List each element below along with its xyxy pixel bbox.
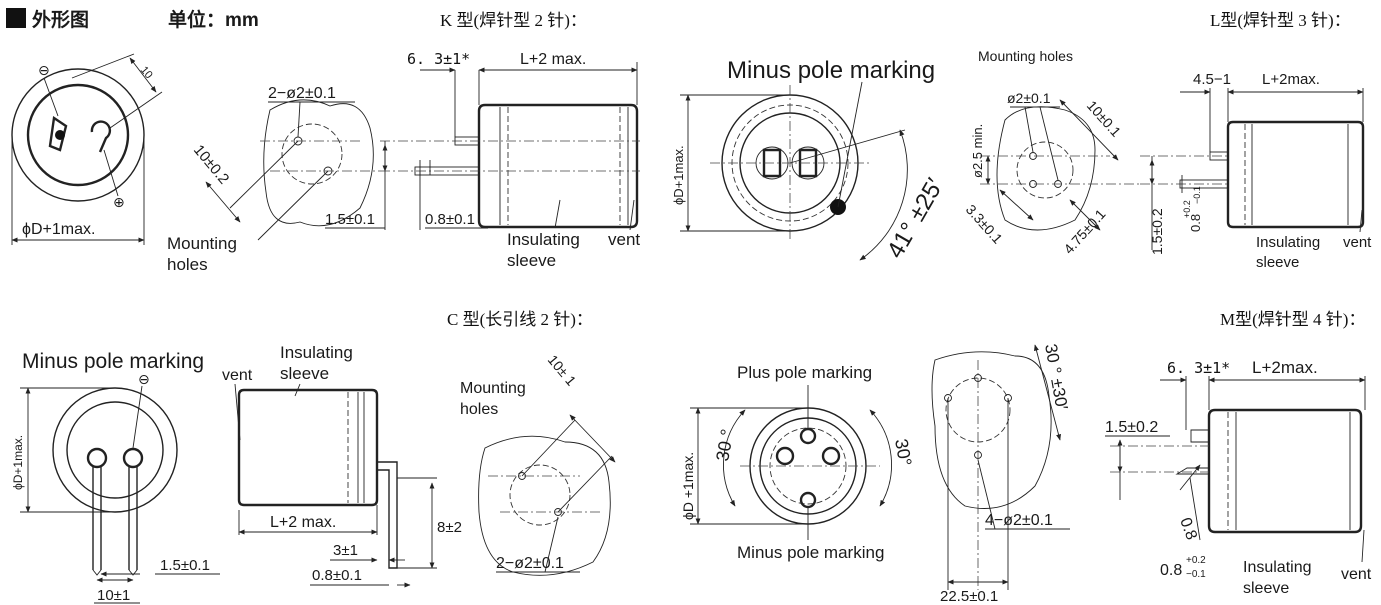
k-insulating-label: Insulating xyxy=(507,230,580,249)
l-zero8-label: 0.8 xyxy=(1188,214,1203,232)
k-sleeve-label: sleeve xyxy=(507,251,556,270)
k-vent-label: vent xyxy=(608,230,640,249)
l-front-view: Minus pole marking ϕD+1max. 41° ±25′ xyxy=(671,57,949,263)
title-square-icon xyxy=(6,8,26,28)
c-one5-label: 1.5±0.1 xyxy=(160,557,210,574)
l-three3-label: 3.3±0.1 xyxy=(963,201,1006,247)
m-plus02-label: +0.2 xyxy=(1186,555,1206,566)
m-minus01-label: −0.1 xyxy=(1186,569,1206,580)
m-minus-pole-label: Minus pole marking xyxy=(737,543,884,562)
l-minus01-label: −0.1 xyxy=(1192,186,1202,204)
c-minus-pole-label: Minus pole marking xyxy=(22,350,204,373)
m-side-view: 6. 3±1* L+2max. 1.5±0.2 0.8 0.8 +0.2 −0.… xyxy=(1105,358,1372,597)
l-four5-label: 4.5−1 xyxy=(1193,71,1231,88)
section-l-type: L型(焊针型 3 针)： xyxy=(1210,11,1351,30)
c-minus-symbol: ⊖ xyxy=(138,371,150,387)
l-minus-pole-label: Minus pole marking xyxy=(727,57,935,84)
m-l2max-label: L+2max. xyxy=(1252,358,1318,377)
l-one5-02-label: 1.5±0.2 xyxy=(1149,208,1165,255)
k-two-phi2-label: 2−ø2±0.1 xyxy=(268,85,336,102)
k-mounting-label-2: holes xyxy=(167,255,208,274)
m-zero8-label: 0.8 xyxy=(1160,562,1182,579)
c-front-view: Minus pole marking ⊖ ϕD+1max. 10±1 1.5±0… xyxy=(11,350,220,604)
c-ten-pm1-label: 10±1 xyxy=(97,587,130,604)
k-top-ten-label: 10 xyxy=(138,64,155,81)
l-vent-label: vent xyxy=(1343,234,1372,251)
k-plus-symbol: ⊕ xyxy=(113,194,125,210)
m-four-phi2-label: 4−ø2±0.1 xyxy=(985,512,1053,529)
l-mounting-holes: Mounting holes ø2±0.1 ø2.5 min. 10±0.1 3… xyxy=(963,48,1140,257)
l-angle41-label: 41° ±25′ xyxy=(882,173,949,263)
m-one5-02-label: 1.5±0.2 xyxy=(1105,419,1158,436)
page-title: 外形图 xyxy=(32,8,89,31)
section-c-type: C 型(长引线 2 针)： xyxy=(447,310,593,329)
k-top-view: 10 ⊖ ⊕ ϕD+1max. xyxy=(11,53,163,245)
l-phi-d-label: ϕD+1max. xyxy=(671,145,686,205)
m-sleeve-label: sleeve xyxy=(1243,580,1289,597)
c-side-view: vent Insulating sleeve L+2 max. 3±1 8±2 … xyxy=(222,343,462,588)
l-l2max-label: L+2max. xyxy=(1262,71,1320,88)
m-six3-label: 6. 3±1* xyxy=(1167,359,1230,377)
section-m-type: M型(焊针型 4 针)： xyxy=(1220,310,1365,329)
c-three1-label: 3±1 xyxy=(333,542,358,559)
l-plus02-label: +0.2 xyxy=(1182,200,1192,218)
c-mounting-label-2: holes xyxy=(460,401,498,418)
c-l2max-label: L+2 max. xyxy=(270,514,336,531)
l-phi25-label: ø2.5 min. xyxy=(970,124,985,178)
m-mounting-holes: 30 ° ±30′ 4−ø2±0.1 22.5±0.1 xyxy=(931,342,1071,605)
l-four75-label: 4.75±0.1 xyxy=(1060,206,1108,257)
m-vent-label: vent xyxy=(1341,566,1372,583)
l-insulating-label: Insulating xyxy=(1256,234,1320,251)
k-phi-d-label: ϕD+1max. xyxy=(22,221,95,238)
c-sleeve-label: sleeve xyxy=(280,364,329,383)
k-zero8-label: 0.8±0.1 xyxy=(425,211,475,228)
l-ten-pm01-label: 10±0.1 xyxy=(1084,97,1125,140)
k-minus-symbol: ⊖ xyxy=(38,62,50,78)
c-ten-pm1-slant: 10± 1 xyxy=(545,352,580,389)
c-mounting-label-1: Mounting xyxy=(460,380,526,397)
c-insulating-label: Insulating xyxy=(280,343,353,362)
c-phi-d-label: ϕD+1max. xyxy=(11,435,25,490)
m-front-view: Plus pole marking Minus pole marking ϕD … xyxy=(680,363,915,562)
section-k-type: K 型(焊针型 2 针)： xyxy=(440,11,587,30)
c-mounting-holes: Mounting holes 10± 1 2−ø2±0.1 xyxy=(460,352,616,576)
l-phi2-label: ø2±0.1 xyxy=(1007,90,1051,106)
k-ten-pm02-label: 10±0.2 xyxy=(190,142,232,188)
unit-label: 单位：mm xyxy=(168,8,259,31)
l-sleeve-label: sleeve xyxy=(1256,254,1299,271)
c-eight2-label: 8±2 xyxy=(437,519,462,536)
c-vent-label: vent xyxy=(222,367,253,384)
k-one5-label: 1.5±0.1 xyxy=(325,211,375,228)
m-phi-d-label: ϕD +1max. xyxy=(680,452,696,520)
m-twenty25-label: 22.5±0.1 xyxy=(940,588,998,605)
k-l2max-label: L+2 max. xyxy=(520,51,586,68)
m-zero8-slant-label: 0.8 xyxy=(1176,516,1200,543)
c-two-phi2-label: 2−ø2±0.1 xyxy=(496,555,564,572)
k-side-view: 6. 3±1* L+2 max. 1.5±0.1 0.8±0.1 Insulat… xyxy=(325,50,640,270)
m-plus-pole-label: Plus pole marking xyxy=(737,363,872,382)
k-mounting-holes: 10±0.2 2−ø2±0.1 Mounting holes xyxy=(167,85,380,274)
m-insulating-label: Insulating xyxy=(1243,559,1312,576)
l-mounting-label: Mounting holes xyxy=(978,48,1073,64)
l-side-view: 4.5−1 L+2max. 1.5±0.2 0.8 +0.2 −0.1 Insu… xyxy=(1140,71,1372,271)
m-thirty-pm-label: 30 ° ±30′ xyxy=(1041,342,1071,411)
k-mounting-label-1: Mounting xyxy=(167,234,237,253)
k-six3-label: 6. 3±1* xyxy=(407,50,470,68)
c-zero8-label: 0.8±0.1 xyxy=(312,567,362,584)
m-thirty-right: 30° xyxy=(891,437,915,467)
m-thirty-left: 30 ° xyxy=(712,427,737,462)
